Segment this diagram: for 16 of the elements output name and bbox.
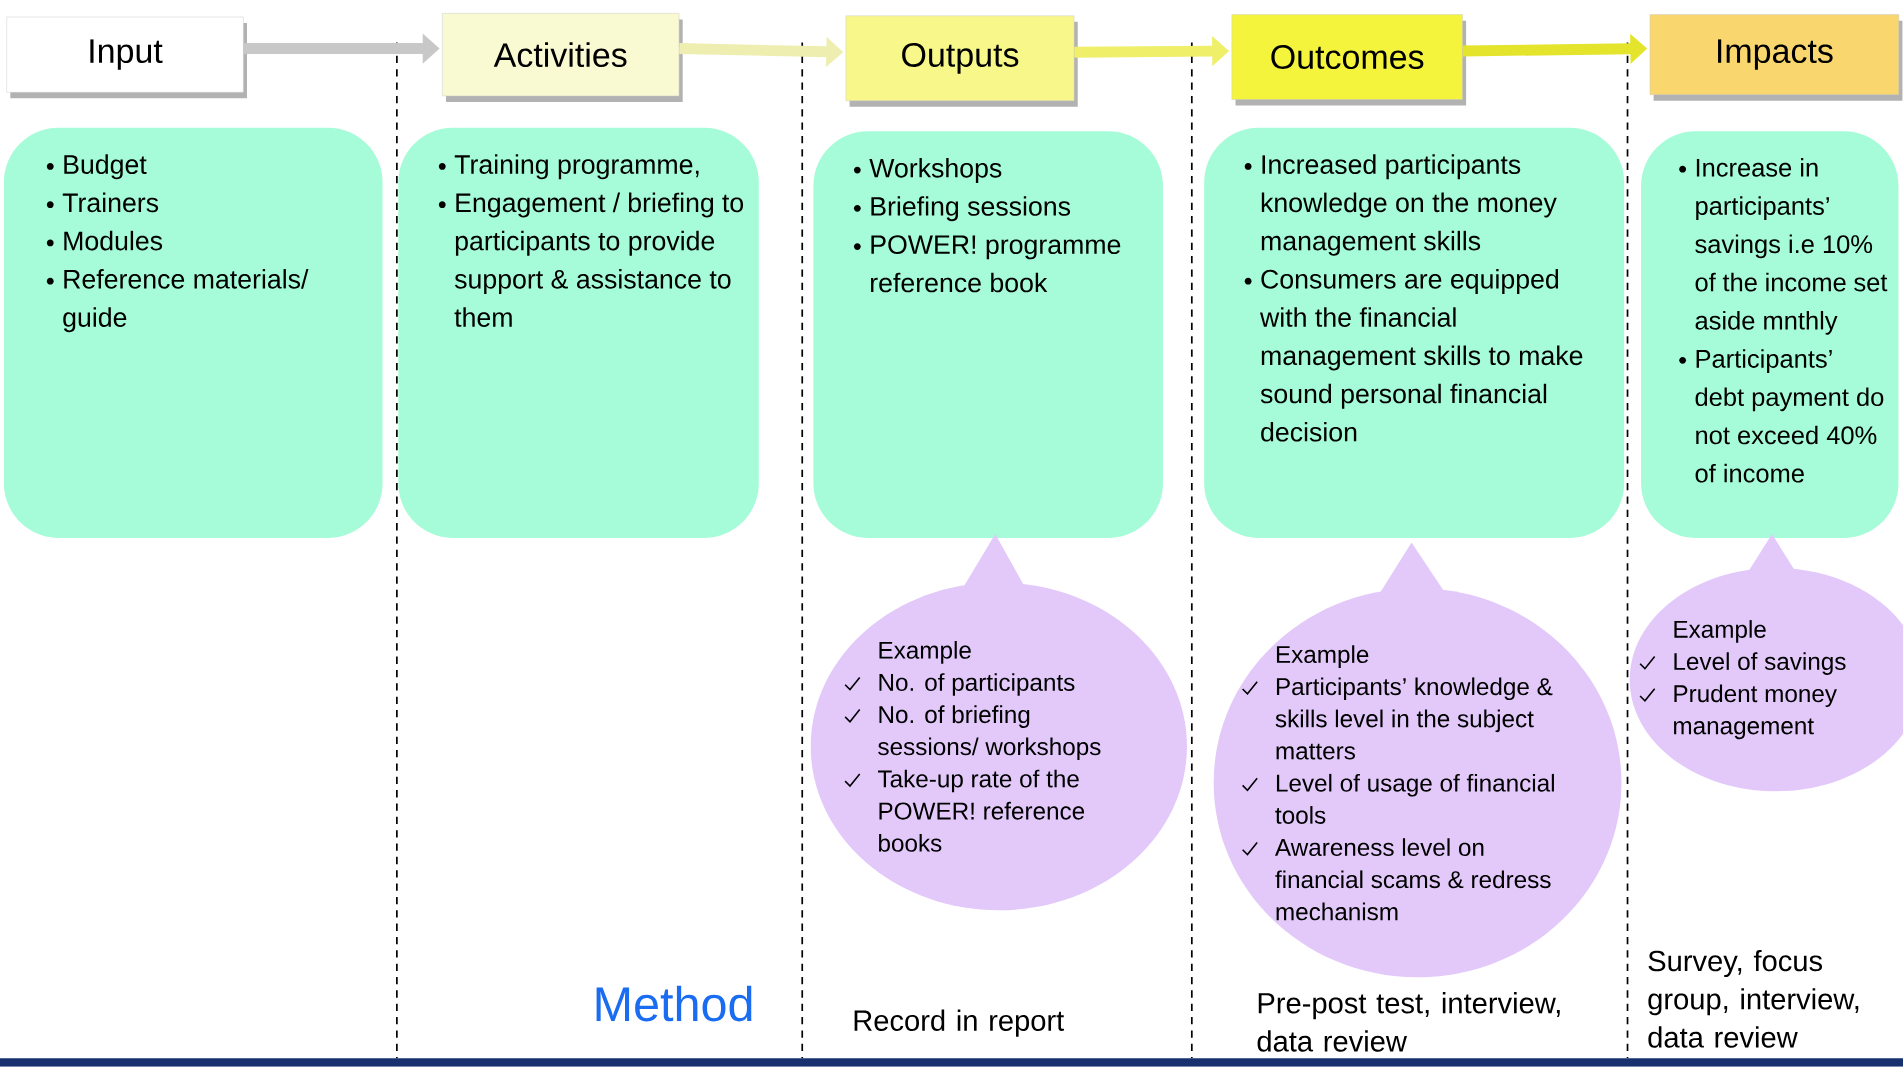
method-text: Survey, focus group, interview, data review xyxy=(1648,950,1859,1048)
content-box: Training programme, Engagement / briefing to participants to provide support & assistance to them xyxy=(398,127,759,538)
header-box: Activities xyxy=(442,13,683,103)
content-box: Increased participants knowledge on the money management skills Consumers are equipped with the financial management skills to make sound personal financial decision xyxy=(1204,127,1625,538)
content-box: Workshops Briefing sessions POWER! programme reference book xyxy=(813,131,1163,538)
speech-bubble: Example Participants’ knowledge & skills level in the subject matters Level of usage of financial tools Awareness level on financial scams & redress mechanism xyxy=(1213,542,1622,978)
content-box: Increase in participants’ savings i.e 10% of the income set aside mnthly Participants’ debt payment do not exceed 40% of income xyxy=(1641,131,1899,538)
speech-bubble: Example No. of participants No. of briefing sessions/ workshops Take-up rate of the POWER! reference books xyxy=(810,534,1187,911)
method-label: Method xyxy=(596,985,752,1022)
method-text: Record in report xyxy=(854,1009,1065,1037)
content-box: Budget Trainers Modules Reference materials/ guide xyxy=(3,127,383,538)
header-box: Input xyxy=(6,16,247,99)
header-box: Outputs xyxy=(845,15,1078,107)
header-box: Outcomes xyxy=(1231,14,1467,106)
speech-bubble: Example Level of savings Prudent money management xyxy=(1629,534,1903,792)
header-box: Impacts xyxy=(1649,14,1903,101)
